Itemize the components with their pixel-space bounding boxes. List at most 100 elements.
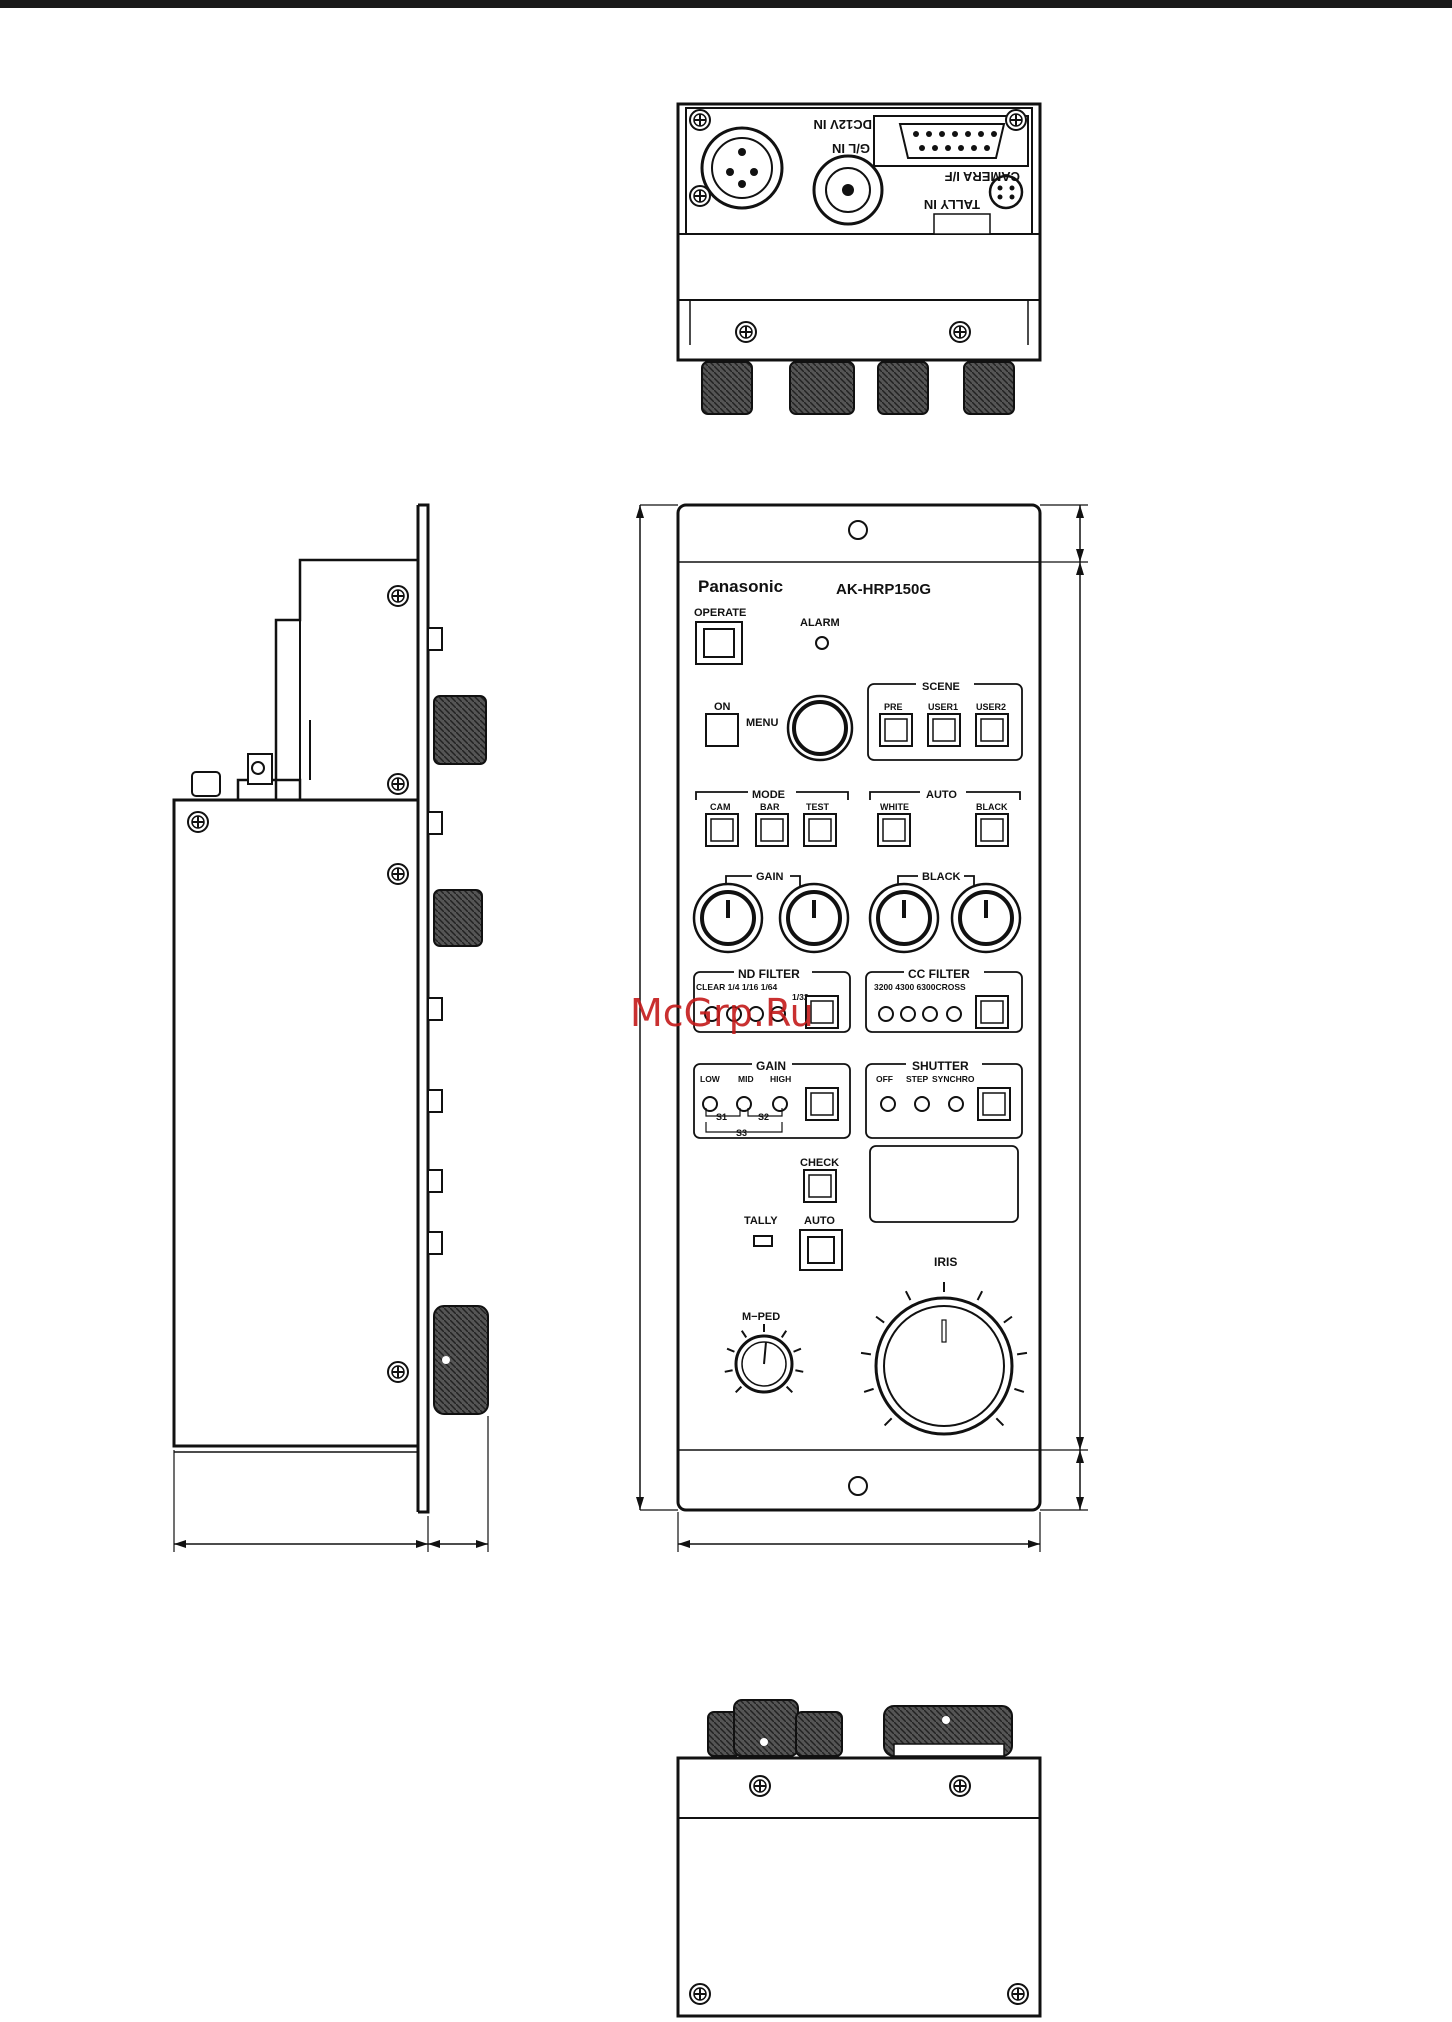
mode-cam-label: CAM: [710, 802, 731, 812]
mode-bar-label: BAR: [760, 802, 780, 812]
iris-scale-tick: [904, 1290, 912, 1301]
on-button[interactable]: [705, 713, 739, 747]
mped-scale-tick: [785, 1385, 793, 1393]
gain-led-low: [702, 1096, 718, 1112]
scene-user2-label: USER2: [976, 702, 1006, 712]
nd-filter-title: ND FILTER: [738, 967, 800, 981]
iris-auto-button[interactable]: [799, 1229, 843, 1271]
check-button[interactable]: [803, 1169, 837, 1203]
operate-button[interactable]: [695, 621, 743, 665]
gain-high-label: HIGH: [770, 1074, 791, 1084]
black-knob-right[interactable]: [950, 882, 1022, 954]
auto-black-label: BLACK: [976, 802, 1008, 812]
tally-lamp: [753, 1235, 773, 1247]
alarm-label: ALARM: [800, 617, 840, 629]
mped-scale-tick: [724, 1369, 733, 1373]
cc-filter-title: CC FILTER: [908, 967, 970, 981]
operate-label: OPERATE: [694, 607, 746, 619]
mped-label: M−PED: [742, 1311, 780, 1323]
shutter-off-label: OFF: [876, 1074, 893, 1084]
gain-low-label: LOW: [700, 1074, 721, 1084]
side-gain-knob: [433, 889, 483, 947]
watermark-text: McGrp.Ru: [630, 991, 814, 1035]
scene-pre-button[interactable]: [879, 713, 913, 747]
cc-led-3200: [878, 1006, 894, 1022]
black-knobs-title: BLACK: [922, 871, 961, 883]
mped-scale-ticks: [724, 1324, 804, 1393]
gain-select-button[interactable]: [805, 1087, 839, 1121]
alarm-led: [815, 636, 829, 650]
auto-white-label: WHITE: [880, 802, 909, 812]
gain-s3-label: S3: [736, 1128, 747, 1138]
iris-scale-tick: [1003, 1315, 1013, 1324]
rear-view: DC12V IN G/L IN CAMERA I/F TALLY IN: [676, 102, 1042, 415]
check-label: CHECK: [800, 1157, 839, 1169]
gain-knob-right[interactable]: [778, 882, 850, 954]
iris-scale-tick: [863, 1387, 874, 1393]
black-knob-left[interactable]: [868, 882, 940, 954]
mped-scale-tick: [726, 1347, 735, 1353]
panel-outline: [676, 503, 1042, 1512]
shutter-title: SHUTTER: [912, 1059, 969, 1073]
gl-in-connector: [812, 154, 884, 226]
rear-knob-1: [701, 361, 753, 415]
bottom-knob-3: [795, 1711, 843, 1757]
iris-knob[interactable]: [874, 1296, 1014, 1436]
gain-s1-label: S1: [716, 1112, 727, 1122]
gain-select-title: GAIN: [756, 1059, 786, 1073]
iris-scale-tick: [976, 1290, 984, 1301]
shutter-button[interactable]: [977, 1087, 1011, 1121]
side-iris-knob: [433, 1305, 489, 1415]
bottom-body: [676, 1756, 1042, 2018]
shutter-synchro-label: SYNCHRO: [932, 1074, 975, 1084]
dc-in-label: DC12V IN: [813, 117, 872, 132]
scene-user1-button[interactable]: [927, 713, 961, 747]
iris-auto-label: AUTO: [804, 1215, 835, 1227]
mode-title: MODE: [752, 789, 785, 801]
scene-user2-button[interactable]: [975, 713, 1009, 747]
iris-scale-tick: [860, 1351, 872, 1356]
shutter-led-synchro: [948, 1096, 964, 1112]
scene-title: SCENE: [922, 681, 960, 693]
mped-scale-tick: [740, 1330, 748, 1338]
cc-led-cross: [946, 1006, 962, 1022]
mped-scale-tick: [735, 1385, 743, 1393]
bottom-view: [676, 1699, 1042, 2018]
mode-test-button[interactable]: [803, 813, 837, 847]
mped-knob[interactable]: [734, 1334, 794, 1394]
cc-filter-button[interactable]: [975, 995, 1009, 1029]
mode-bar-button[interactable]: [755, 813, 789, 847]
tally-label: TALLY: [744, 1215, 778, 1227]
bottom-knob-2: [733, 1699, 799, 1757]
mode-cam-button[interactable]: [705, 813, 739, 847]
auto-white-button[interactable]: [877, 813, 911, 847]
gain-knob-left[interactable]: [692, 882, 764, 954]
rear-knob-2: [789, 361, 855, 415]
auto-black-button[interactable]: [975, 813, 1009, 847]
menu-knob[interactable]: [786, 694, 854, 762]
camera-if-label: CAMERA I/F: [945, 169, 1020, 184]
rear-knob-4: [963, 361, 1015, 415]
cc-led-6300: [922, 1006, 938, 1022]
iris-scale-tick: [1014, 1387, 1025, 1393]
mped-scale-tick: [793, 1347, 802, 1353]
gain-led-mid: [736, 1096, 752, 1112]
shutter-step-label: STEP: [906, 1074, 929, 1084]
cc-led-4300: [900, 1006, 916, 1022]
nd-filter-positions: CLEAR 1/4 1/16 1/64: [696, 982, 778, 992]
gl-in-label: G/L IN: [832, 141, 870, 156]
side-menu-knob: [433, 695, 487, 765]
mped-scale-tick: [780, 1330, 788, 1338]
iris-scale-tick: [883, 1417, 893, 1427]
panel-mount-hole-top: [848, 520, 868, 540]
gain-knobs-title: GAIN: [756, 871, 784, 883]
display-window: [869, 1145, 1019, 1223]
dc-in-connector: [700, 126, 784, 210]
gain-mid-label: MID: [738, 1074, 754, 1084]
iris-scale-tick: [995, 1417, 1005, 1427]
iris-scale-ticks: [860, 1282, 1028, 1427]
panel-mount-hole-bottom: [848, 1476, 868, 1496]
rear-knob-3: [877, 361, 929, 415]
iris-scale-tick: [875, 1315, 885, 1324]
